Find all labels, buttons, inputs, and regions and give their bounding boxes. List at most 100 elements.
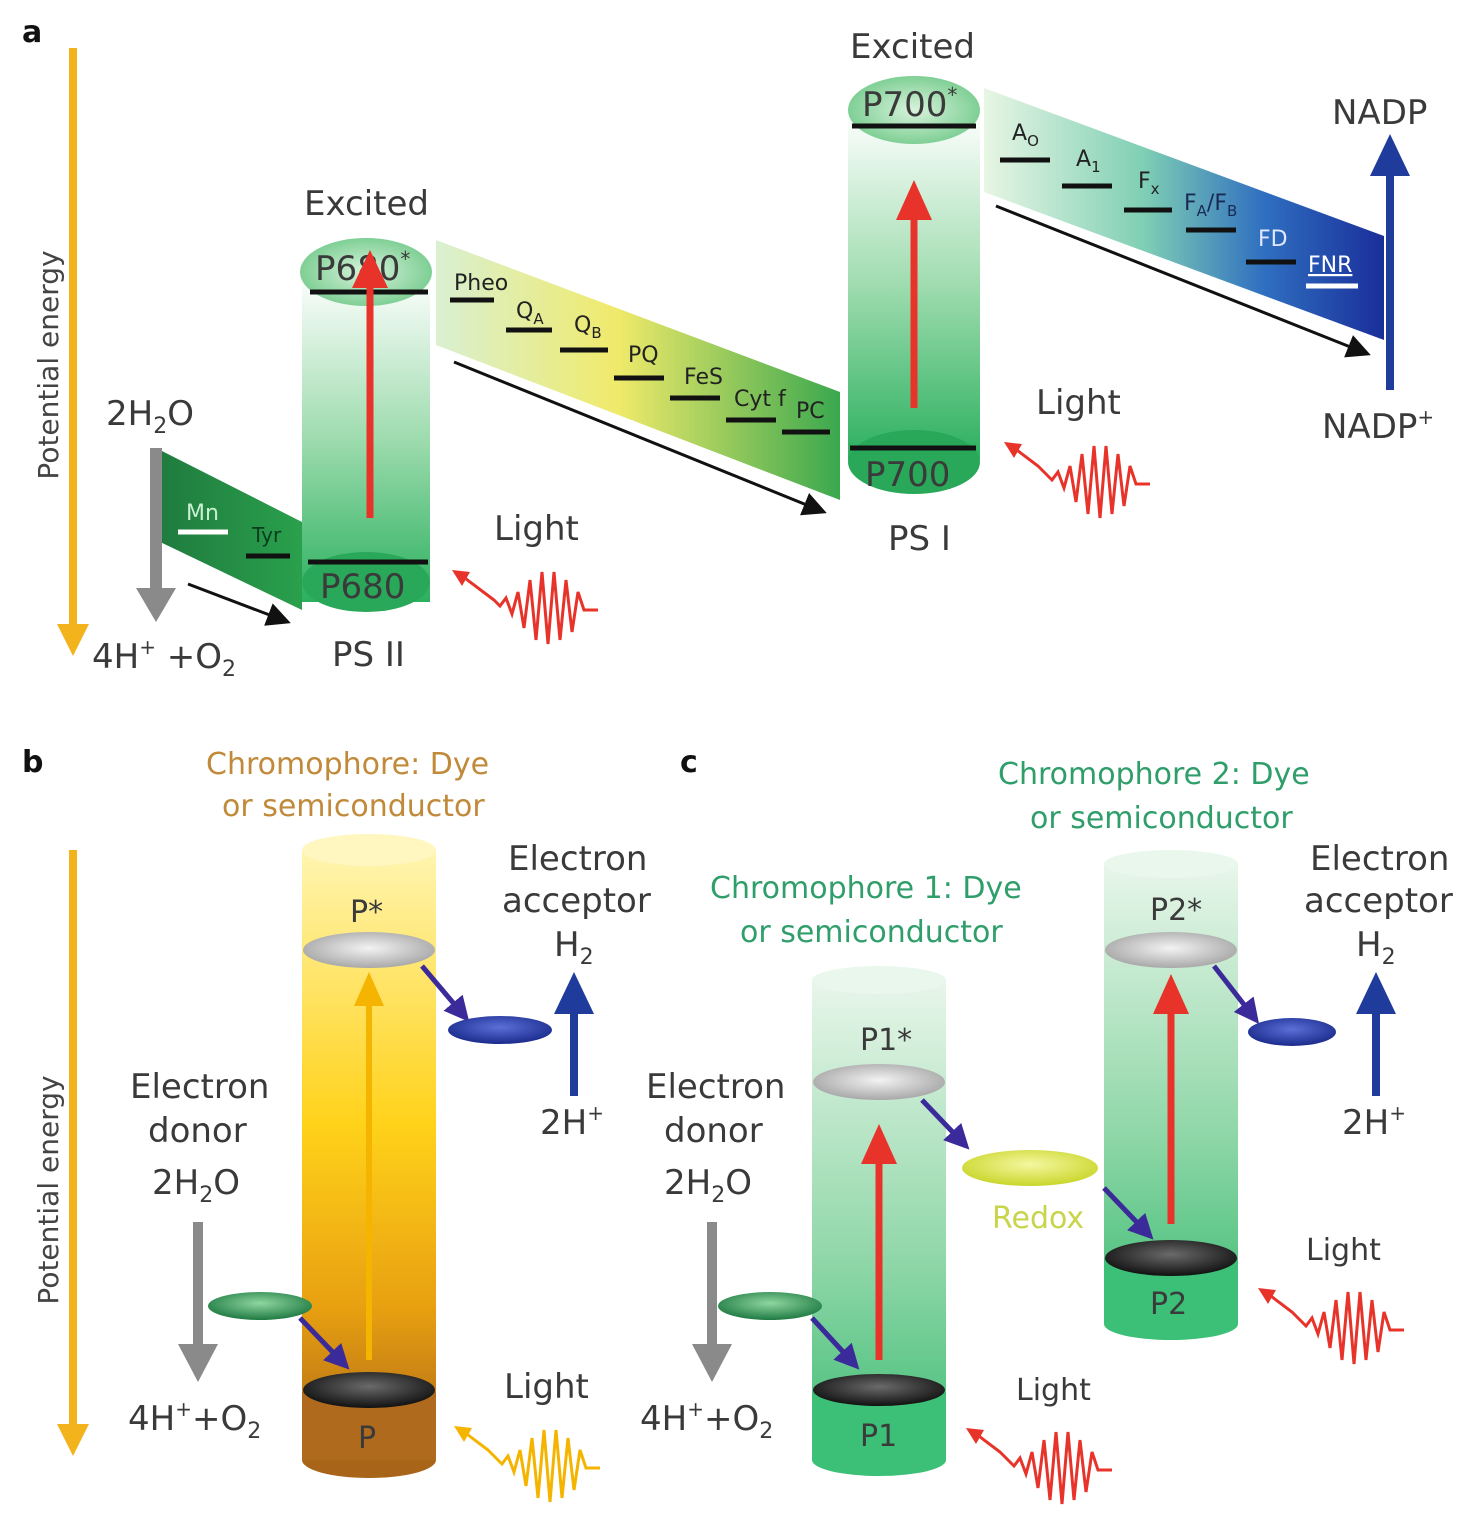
panel-c-light2-label: Light <box>1306 1233 1381 1268</box>
ps2-name: PS II <box>332 635 405 675</box>
panel-a-water-out-label: 4H+ +O2 <box>92 635 236 682</box>
p1-excitation-arrowhead <box>861 1124 897 1164</box>
panel-a-axis-label: Potential energy <box>32 250 65 479</box>
chromophore-column-top <box>302 834 436 866</box>
p2-label: P2 <box>1150 1287 1187 1322</box>
fes-label: FeS <box>684 365 723 390</box>
panel-b-acceptor-ellipse <box>448 1016 552 1044</box>
panel-b-label: b <box>22 745 43 780</box>
chromophore2-line2: or semiconductor <box>1030 801 1293 836</box>
panel-c-acceptor-line2: acceptor <box>1304 881 1453 921</box>
light1-label: Light <box>494 509 579 549</box>
light2-wave <box>1011 444 1150 519</box>
ps1-name: PS I <box>888 519 951 559</box>
chromophore1-column-top <box>812 966 946 994</box>
fx-label: Fx <box>1138 169 1160 198</box>
panel-b-donor-ellipse <box>208 1292 312 1320</box>
panel-c-light1-arrowhead <box>966 1428 984 1444</box>
panel-b-excitation-arrowhead <box>354 972 384 1006</box>
light2-arrowhead <box>1004 442 1022 458</box>
p2star-ellipse <box>1105 932 1237 968</box>
qb-label: QB <box>574 313 602 342</box>
panel-c-water-oxidation-arrowhead <box>692 1344 732 1382</box>
panel-c-donor-ellipse <box>718 1292 822 1320</box>
panel-a-electron-flow-2 <box>453 360 827 516</box>
panel-b-axis-label: Potential energy <box>32 1075 65 1304</box>
panel-b-acceptor-line2: acceptor <box>502 881 651 921</box>
redox-to-p2-arrow <box>1102 1186 1154 1240</box>
panel-b-h2-arrowhead <box>554 972 594 1014</box>
chromophore1-line2: or semiconductor <box>740 915 1003 950</box>
panel-b-donor-line1: Electron <box>130 1067 269 1107</box>
panel-b-water-oxidation-arrowhead <box>178 1344 218 1382</box>
panel-c-acceptor-line1: Electron <box>1310 839 1449 879</box>
panel-a-water-in-label: 2H2O <box>106 394 194 439</box>
panel-a-electron-flow-1 <box>187 582 291 626</box>
fnr-label: FNR <box>1308 253 1352 278</box>
p-label: P <box>358 1421 376 1456</box>
a1-label: A1 <box>1076 147 1101 176</box>
panel-b-transfer-to-acceptor-arrow <box>420 964 470 1022</box>
chain2-band <box>984 88 1384 340</box>
fafb-label: FA/FB <box>1184 191 1237 220</box>
redox-label: Redox <box>992 1201 1084 1236</box>
panel-c-donor-line1: Electron <box>646 1067 785 1107</box>
nadp-label: NADP <box>1332 93 1427 133</box>
fd-label: FD <box>1258 227 1288 252</box>
mn-complex-band <box>156 448 302 610</box>
p-ellipse <box>303 1372 435 1408</box>
cytf-label: Cyt f <box>734 387 787 412</box>
chromophore2-column-bottom <box>1104 1308 1238 1340</box>
panel-b-donor-transfer-arrow <box>298 1316 350 1370</box>
panel-c-transfer-to-acceptor-arrow <box>1212 964 1260 1024</box>
pheo-label: Pheo <box>454 271 508 296</box>
panel-c-h2-arrowhead <box>1356 972 1396 1014</box>
qa-label: QA <box>516 299 544 328</box>
p1-label: P1 <box>860 1419 897 1454</box>
panel-c-water-out-label: 4H++O2 <box>640 1397 773 1444</box>
panel-c-hplus-label: 2H+ <box>1342 1101 1406 1143</box>
panel-c-light1-wave <box>973 1430 1112 1505</box>
pstar-label: P* <box>350 895 383 930</box>
p1-ellipse <box>813 1374 945 1406</box>
ps2-excited-label: Excited <box>304 184 429 224</box>
panel-b-light-label: Light <box>504 1367 589 1407</box>
pc-label: PC <box>796 399 825 424</box>
ps1-excited-label: Excited <box>850 27 975 67</box>
chromophore2-column-top <box>1104 850 1238 878</box>
panel-b-light-arrowhead <box>454 1426 472 1442</box>
pq-label: PQ <box>628 343 659 368</box>
pstar-ellipse <box>303 932 435 968</box>
mn-label: Mn <box>186 501 219 526</box>
panel-c-light2-arrowhead <box>1258 1288 1276 1304</box>
panel-b-water-out-label: 4H++O2 <box>128 1397 261 1444</box>
panel-b-chromophore-line2: or semiconductor <box>222 789 485 824</box>
panel-b-donor-line2: donor <box>148 1111 247 1151</box>
p680-ground-ellipse <box>302 552 430 612</box>
panel-b-h2-label: H2 <box>554 925 594 970</box>
p1-to-redox-arrow <box>920 1098 970 1150</box>
light1-wave <box>459 571 598 645</box>
redox-ellipse <box>962 1150 1098 1186</box>
p2-ellipse <box>1105 1240 1237 1276</box>
panel-c-light1-label: Light <box>1016 1373 1091 1408</box>
chain1-band <box>436 240 840 500</box>
chromophore1-line1: Chromophore 1: Dye <box>710 871 1022 906</box>
p700-excited-label: P700* <box>862 83 957 125</box>
p700-label: P700 <box>865 455 950 495</box>
p680-label: P680 <box>320 567 405 607</box>
light2-label: Light <box>1036 383 1121 423</box>
ps2-column <box>302 272 430 602</box>
panel-a-electron-flow-3 <box>995 204 1371 358</box>
panel-c-light2-wave <box>1265 1290 1404 1365</box>
panel-c-label: c <box>680 745 698 780</box>
p2star-label: P2* <box>1150 893 1202 928</box>
panel-c-donor-transfer-arrow <box>810 1316 860 1370</box>
panel-b-acceptor-line1: Electron <box>508 839 647 879</box>
panel-c-donor-line2: donor <box>664 1111 763 1151</box>
panel-a-label: a <box>22 15 42 50</box>
p1star-label: P1* <box>860 1023 912 1058</box>
tyr-label: Tyr <box>251 523 282 547</box>
